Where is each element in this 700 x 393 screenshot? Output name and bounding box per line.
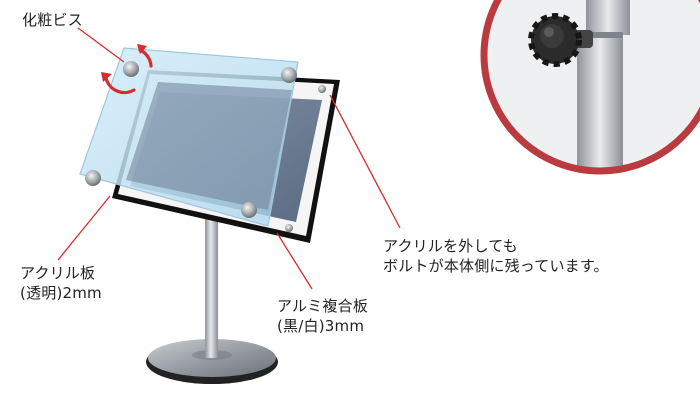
label-alumi-line1: アルミ複合板 xyxy=(277,297,369,315)
label-decorative-screw-text: 化粧ビス xyxy=(22,11,83,29)
rotation-arrows-icon xyxy=(101,44,153,95)
label-note-line1: アクリルを外しても xyxy=(383,237,518,255)
leader-bolt xyxy=(329,94,401,229)
stand-pole-shade xyxy=(205,218,218,358)
decorative-screw-icon xyxy=(281,67,297,83)
leader-acrylic xyxy=(57,195,111,261)
adjustment-knob-icon xyxy=(528,13,593,67)
bolt-icon xyxy=(285,224,293,232)
decorative-screw-icon xyxy=(123,61,139,77)
label-acrylic-line1: アクリル板 xyxy=(20,264,96,282)
acrylic-plate xyxy=(79,47,299,227)
decorative-screw-icon xyxy=(85,170,101,186)
label-decorative-screw: 化粧ビス xyxy=(22,10,83,30)
label-acrylic-plate: アクリル板 (透明)2mm xyxy=(20,263,102,303)
leader-screw xyxy=(77,27,125,63)
label-bolt-note: アクリルを外しても ボルトが本体側に残っています。 xyxy=(383,236,609,276)
label-acrylic-line2: (透明)2mm xyxy=(20,284,102,302)
detail-zoom-circle xyxy=(480,0,700,175)
leader-alumi xyxy=(276,232,313,290)
label-alumi-line2: (黒/白)3mm xyxy=(277,317,365,335)
leader-lines xyxy=(57,27,401,290)
decorative-screw-icon xyxy=(241,202,257,218)
upper-tube xyxy=(586,0,630,35)
bolt-icon xyxy=(318,85,326,93)
lower-tube xyxy=(577,32,623,171)
label-note-line2: ボルトが本体側に残っています。 xyxy=(383,257,609,275)
label-aluminum-panel: アルミ複合板 (黒/白)3mm xyxy=(277,296,368,336)
